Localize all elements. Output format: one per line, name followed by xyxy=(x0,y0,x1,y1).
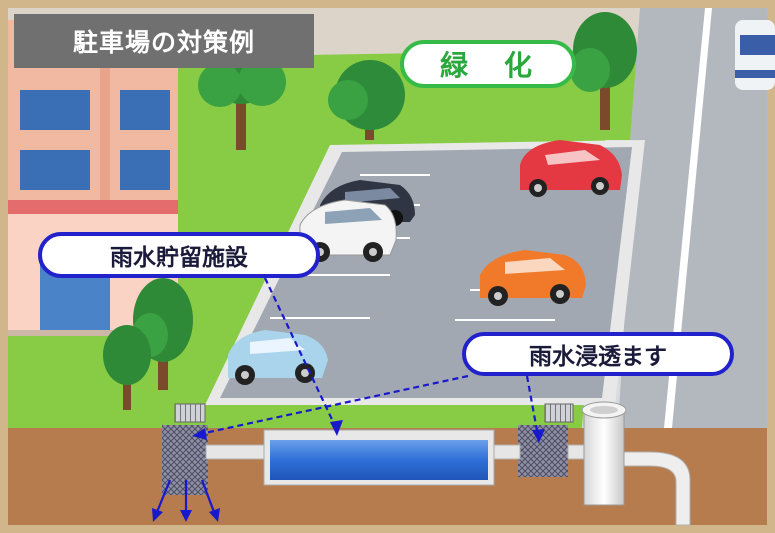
flow-arrowhead-storage xyxy=(330,420,343,436)
flow-line-infiltration-right xyxy=(525,375,540,437)
light-blue-car xyxy=(228,330,328,385)
flow-arrowhead-right xyxy=(532,429,545,443)
red-car xyxy=(520,140,622,197)
greening-label: 緑 化 xyxy=(400,40,576,88)
infiltration-arrows xyxy=(152,479,220,522)
storage-tank-water xyxy=(270,440,488,480)
tree-top-right xyxy=(570,12,637,130)
tree-left-bottom xyxy=(103,325,151,410)
orange-car xyxy=(480,250,586,306)
drain-grate-left xyxy=(174,403,206,423)
flow-line-storage xyxy=(264,277,338,431)
page-title: 駐車場の対策例 xyxy=(14,14,314,68)
road-lane-line xyxy=(664,8,712,428)
flow-line-infiltration-left xyxy=(199,374,469,436)
storage-facility-label: 雨水貯留施設 xyxy=(38,232,320,278)
bus xyxy=(735,20,775,90)
white-car xyxy=(299,199,397,262)
manhole-tank xyxy=(581,401,627,506)
outflow-pipe xyxy=(617,451,691,526)
pipe-left xyxy=(205,444,269,460)
infiltration-basin-label: 雨水浸透ます xyxy=(462,332,734,376)
tree-top-middle xyxy=(328,60,405,140)
flow-arrowhead-left xyxy=(192,428,207,440)
drain-grate-right xyxy=(544,403,574,423)
